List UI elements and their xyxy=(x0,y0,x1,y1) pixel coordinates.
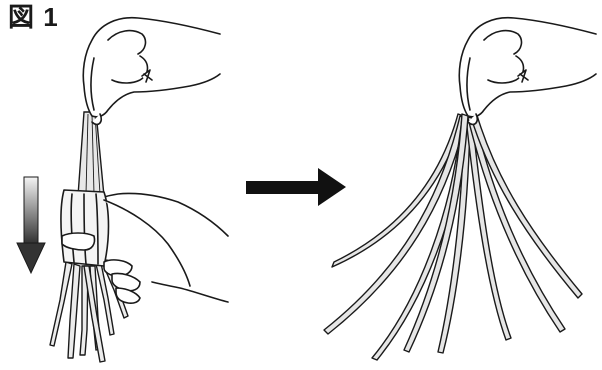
right-panel xyxy=(324,18,596,360)
pulled-strips xyxy=(78,112,104,196)
left-panel xyxy=(17,18,228,362)
fanned-strips xyxy=(324,112,582,360)
arrow-down-icon xyxy=(17,177,45,273)
upper-hand xyxy=(83,18,220,125)
arrow-right-icon xyxy=(246,168,346,206)
right-hand xyxy=(459,18,596,125)
